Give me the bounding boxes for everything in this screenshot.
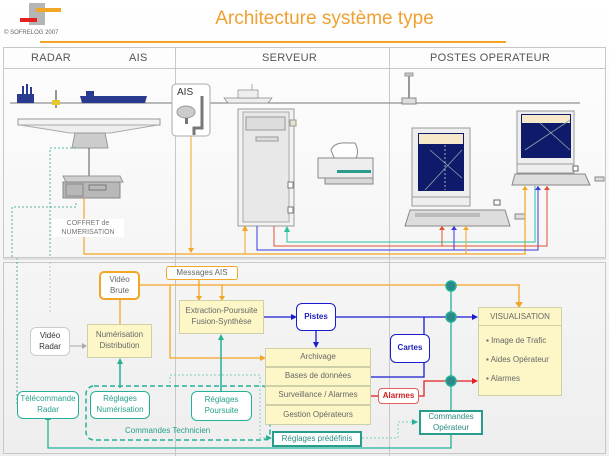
video-brute-box: Vidéo Brute [99,271,140,300]
reglages-num-line2: Numérisation [96,405,144,414]
visualisation-item-3-label: Alarmes [490,374,520,383]
numerisation-box: Numérisation Distribution [87,324,152,358]
stack-item-archivage: Archivage [265,348,371,367]
telecommande-line1: Télécommande [20,394,76,404]
reglages-predefinis-box: Réglages prédéfinis [272,431,362,447]
extraction-line1: Extraction-Poursuite [185,306,258,316]
reglages-poursuite-line2: Poursuite [204,406,239,415]
ceiling-antenna-icon [401,72,417,105]
alarmes-box: Alarmes [378,388,419,404]
visualisation-item-2-label: Aides Opérateur [490,355,549,364]
column-divider-1 [175,47,176,456]
coffret-label-line2: NUMERISATION [61,229,115,237]
archivage-label: Archivage [300,352,336,362]
coffret-label-line1: COFFRET de [66,220,110,227]
visualisation-box: VISUALISATION ▪ Image de Trafic ▪ Aides … [478,307,562,396]
messages-ais-label: Messages AIS [176,267,228,277]
column-header-radar: RADAR [31,52,72,64]
server-computer-icon [237,108,297,227]
video-brute-line2: Brute [109,285,130,295]
operator-workstation-2 [511,110,605,186]
coffret-label: COFFRET de NUMERISATION [52,219,124,238]
alarmes-label: Alarmes [382,390,415,400]
cartes-label: Cartes [397,343,423,353]
commandes-operateur-line1: Commandes [428,411,474,421]
cartes-box: Cartes [390,334,430,363]
video-radar-box: Vidéo Radar [30,327,70,356]
ais-receiver-label: AIS [177,87,194,98]
commandes-technicien-label: Commandes Technicien [125,426,211,435]
coffret-numerisation-icon [62,175,124,199]
visualisation-title: VISUALISATION [479,308,561,326]
reglages-poursuite-box: Réglages Poursuite [191,391,252,421]
title-rule [40,41,506,43]
column-header-postes: POSTES OPERATEUR [430,52,551,64]
server-functions-stack: Archivage Bases de données Surveillance … [265,348,371,425]
ais-receiver-box [171,83,211,137]
bases-label: Bases de données [284,371,352,381]
logo-red-bar [20,18,37,22]
commandes-operateur-line2: Opérateur [432,422,470,432]
visualisation-item-3: ▪ Alarmes [486,374,520,383]
reglages-numerisation-box: Réglages Numérisation [90,391,150,419]
numerisation-line2: Distribution [99,341,140,350]
logo-orange-bar [36,8,61,12]
printer-icon [317,142,374,185]
tanker-icon [80,91,147,103]
video-radar-line2: Radar [39,341,61,351]
reglages-poursuite-line1: Réglages [204,395,239,405]
visualisation-item-1-label: Image de Trafic [491,336,547,345]
column-header-ais: AIS [129,52,148,64]
radar-antenna-icon [17,118,161,188]
commandes-operateur-box: Commandes Opérateur [419,410,483,435]
visualisation-item-2: ▪ Aides Opérateur [486,355,549,364]
hardware-section [3,47,606,258]
telecommande-radar-box: Télécommande Radar [17,391,79,419]
telecommande-line2: Radar [37,405,59,414]
reglages-num-line1: Réglages [103,394,137,404]
column-header-serveur: SERVEUR [262,52,318,64]
stack-item-gestion: Gestion Opérateurs [265,405,371,425]
patrol-boat-icon [223,84,273,104]
numerisation-line1: Numérisation [95,330,144,340]
logo [20,3,61,25]
ship-icon [17,84,34,103]
extraction-line2: Fusion-Synthèse [191,317,252,326]
stack-item-surveillance: Surveillance / Alarmes [265,386,371,405]
flow-section [3,262,606,454]
header-row-line [3,68,606,69]
buoy-icon [52,90,60,108]
stack-item-bases: Bases de données [265,367,371,386]
reglages-predefinis-label: Réglages prédéfinis [281,433,353,443]
operator-workstation-1 [404,127,526,227]
visualisation-item-1: ▪ Image de Trafic [486,336,547,345]
gestion-label: Gestion Opérateurs [283,409,353,419]
pistes-label: Pistes [304,311,328,321]
surveillance-label: Surveillance / Alarmes [278,390,358,400]
pistes-box: Pistes [296,303,336,331]
messages-ais-box: Messages AIS [166,266,238,280]
page-title: Architecture système type [215,8,434,29]
extraction-box: Extraction-Poursuite Fusion-Synthèse [179,300,264,334]
video-radar-line1: Vidéo [39,330,61,340]
column-divider-2 [389,47,390,456]
copyright: © SOFRELOG 2007 [4,30,59,36]
video-brute-line1: Vidéo [109,274,130,284]
